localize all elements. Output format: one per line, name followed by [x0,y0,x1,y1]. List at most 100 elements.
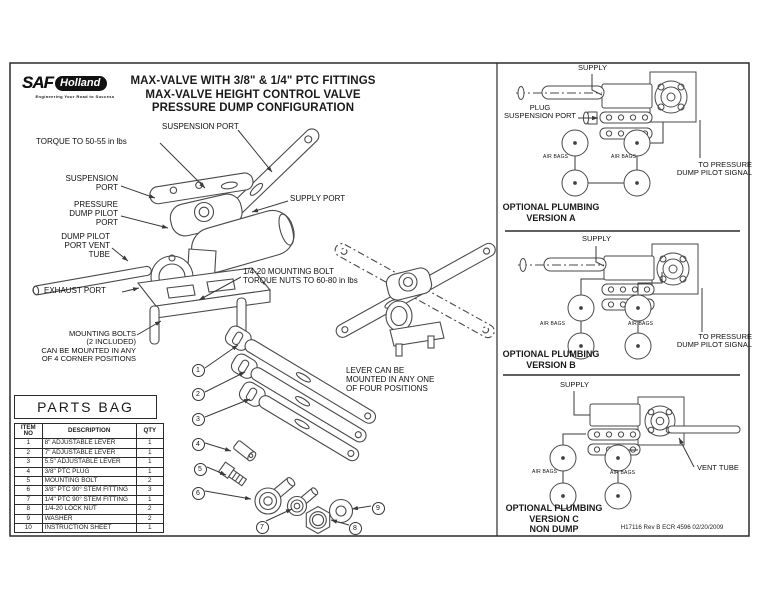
four-position-assembly [334,242,496,357]
parts-bag-title: PARTS BAG [14,395,157,419]
phantom-lever [334,243,495,339]
logo-saf-text: SAF [22,73,54,92]
cell-qty: 1 [135,438,165,449]
cell-description: 5.5" ADJUSTABLE LEVER [41,457,137,468]
table-header-row: ITEM NO DESCRIPTION QTY [14,422,165,440]
label-plug-suspension-port: PLUG SUSPENSION PORT [504,103,576,121]
sheet-title: MAX-VALVE WITH 3/8" & 1/4" PTC FITTINGS … [128,75,378,116]
balloon-4: 4 [191,437,205,451]
part-washer [328,498,354,524]
heading-non-dump: NON DUMP [529,524,579,534]
label-mounting-bolts-note: MOUNTING BOLTS (2 INCLUDED) CAN BE MOUNT… [41,329,136,364]
cell-item: 10 [14,523,43,534]
cell-description: 3/8" PTC PLUG [41,466,137,478]
cell-qty: 1 [135,494,165,506]
label-mounting-bolt-torque: 1/4-20 MOUNTING BOLT TORQUE NUTS TO 60-8… [243,267,358,285]
col-qty: QTY [135,422,165,440]
vent-tube-c [667,425,741,434]
cell-item: 6 [14,485,43,496]
cell-description: MOUNTING BOLT [41,476,137,487]
plumbing-version-c [549,391,741,510]
mounting-bolt-leg-left [149,305,160,345]
heading-version-b: OPTIONAL PLUMBING VERSION B [500,349,602,370]
label-supply-port: SUPPLY PORT [290,194,346,203]
cell-item: 5 [14,476,43,487]
balloon-1: 1 [191,363,205,377]
cell-qty: 2 [135,513,165,525]
exhaust-flange [150,254,194,300]
saf-holland-logo: SAF Holland Engineering Your Road to Suc… [22,73,128,99]
label-air-bags-a-right: AIR BAGS [611,154,637,160]
air-bags-a [561,129,651,197]
cell-item: 9 [14,513,43,525]
heading-optional-plumbing-c: OPTIONAL PLUMBING [505,503,603,513]
heading-version-a-line: VERSION A [526,212,576,223]
heading-version-a: OPTIONAL PLUMBING VERSION A [500,202,602,223]
cell-item: 3 [14,457,43,468]
heading-version-c: OPTIONAL PLUMBING VERSION C NON DUMP [503,503,605,535]
label-vent-tube: VENT TUBE [697,463,739,472]
label-exhaust-port: EXHAUST PORT [44,286,106,295]
part-lever-5in [238,381,360,462]
balloon-5: 5 [193,462,207,476]
cell-qty: 2 [135,504,165,515]
parts-exploded-view [217,325,377,535]
heading-version-c-line: VERSION C [529,513,579,524]
valve-neck [186,248,217,287]
solid-lever [335,242,496,338]
title-line-3: PRESSURE DUMP CONFIGURATION [151,102,355,114]
heading-version-b-line: VERSION B [526,359,576,370]
cell-description: 1/4-20 LOCK NUT [41,504,137,515]
part-stem-fitting-14 [286,487,319,517]
part-ptc-plug [233,440,257,462]
label-pressure-dump-pilot-port: PRESSURE DUMP PILOT PORT [69,200,118,227]
balloon-7: 7 [255,520,269,534]
label-signal-b: TO PRESSURE DUMP PILOT SIGNAL [676,332,752,350]
cell-item: 4 [14,466,43,478]
label-air-bags-b-right: AIR BAGS [628,321,654,327]
cell-description: INSTRUCTION SHEET [41,523,137,534]
document-number: H17116 Rev B ECR 4596 02/20/2009 [620,524,724,531]
cell-qty: 1 [135,447,165,459]
logo-holland-text: Holland [55,75,108,91]
cell-item: 7 [14,494,43,506]
title-line-2: MAX-VALVE HEIGHT CONTROL VALVE [145,88,361,101]
cell-item: 2 [14,447,43,459]
label-air-bags-c-right: AIR BAGS [610,470,636,476]
label-suspension-port-left: SUSPENSION PORT [65,174,118,192]
cell-qty: 3 [135,485,165,496]
label-air-bags-c-left: AIR BAGS [532,469,558,475]
cell-item: 1 [14,438,43,449]
cell-qty: 1 [135,466,165,478]
part-mounting-bolt [217,461,248,487]
air-bags-c [549,444,632,510]
cell-description: 3/8" PTC 90° STEM FITTING [41,485,137,496]
heading-optional-plumbing-a: OPTIONAL PLUMBING [502,202,600,212]
col-item-no: ITEM NO [14,422,43,440]
control-lever [223,128,320,222]
part-stem-fitting-38 [254,476,296,515]
title-line-1: MAX-VALVE WITH 3/8" & 1/4" PTC FITTINGS [130,75,376,87]
label-suspension-port-top: SUSPENSION PORT [162,122,239,131]
label-air-bags-a-left: AIR BAGS [543,154,569,160]
cell-description: 1/4" PTC 90° STEM FITTING [41,494,137,506]
label-lever-position-note: LEVER CAN BE MOUNTED IN ANY ONE OF FOUR … [346,366,435,393]
balloon-6: 6 [191,486,205,500]
label-supply-c: SUPPLY [560,380,590,389]
col-description: DESCRIPTION [41,422,137,440]
label-supply-a: SUPPLY [578,63,608,72]
cell-qty: 2 [135,476,165,487]
cell-description: 8" ADJUSTABLE LEVER [41,438,137,449]
logo-tagline: Engineering Your Road to Success [35,94,115,99]
balloon-8: 8 [348,521,362,535]
